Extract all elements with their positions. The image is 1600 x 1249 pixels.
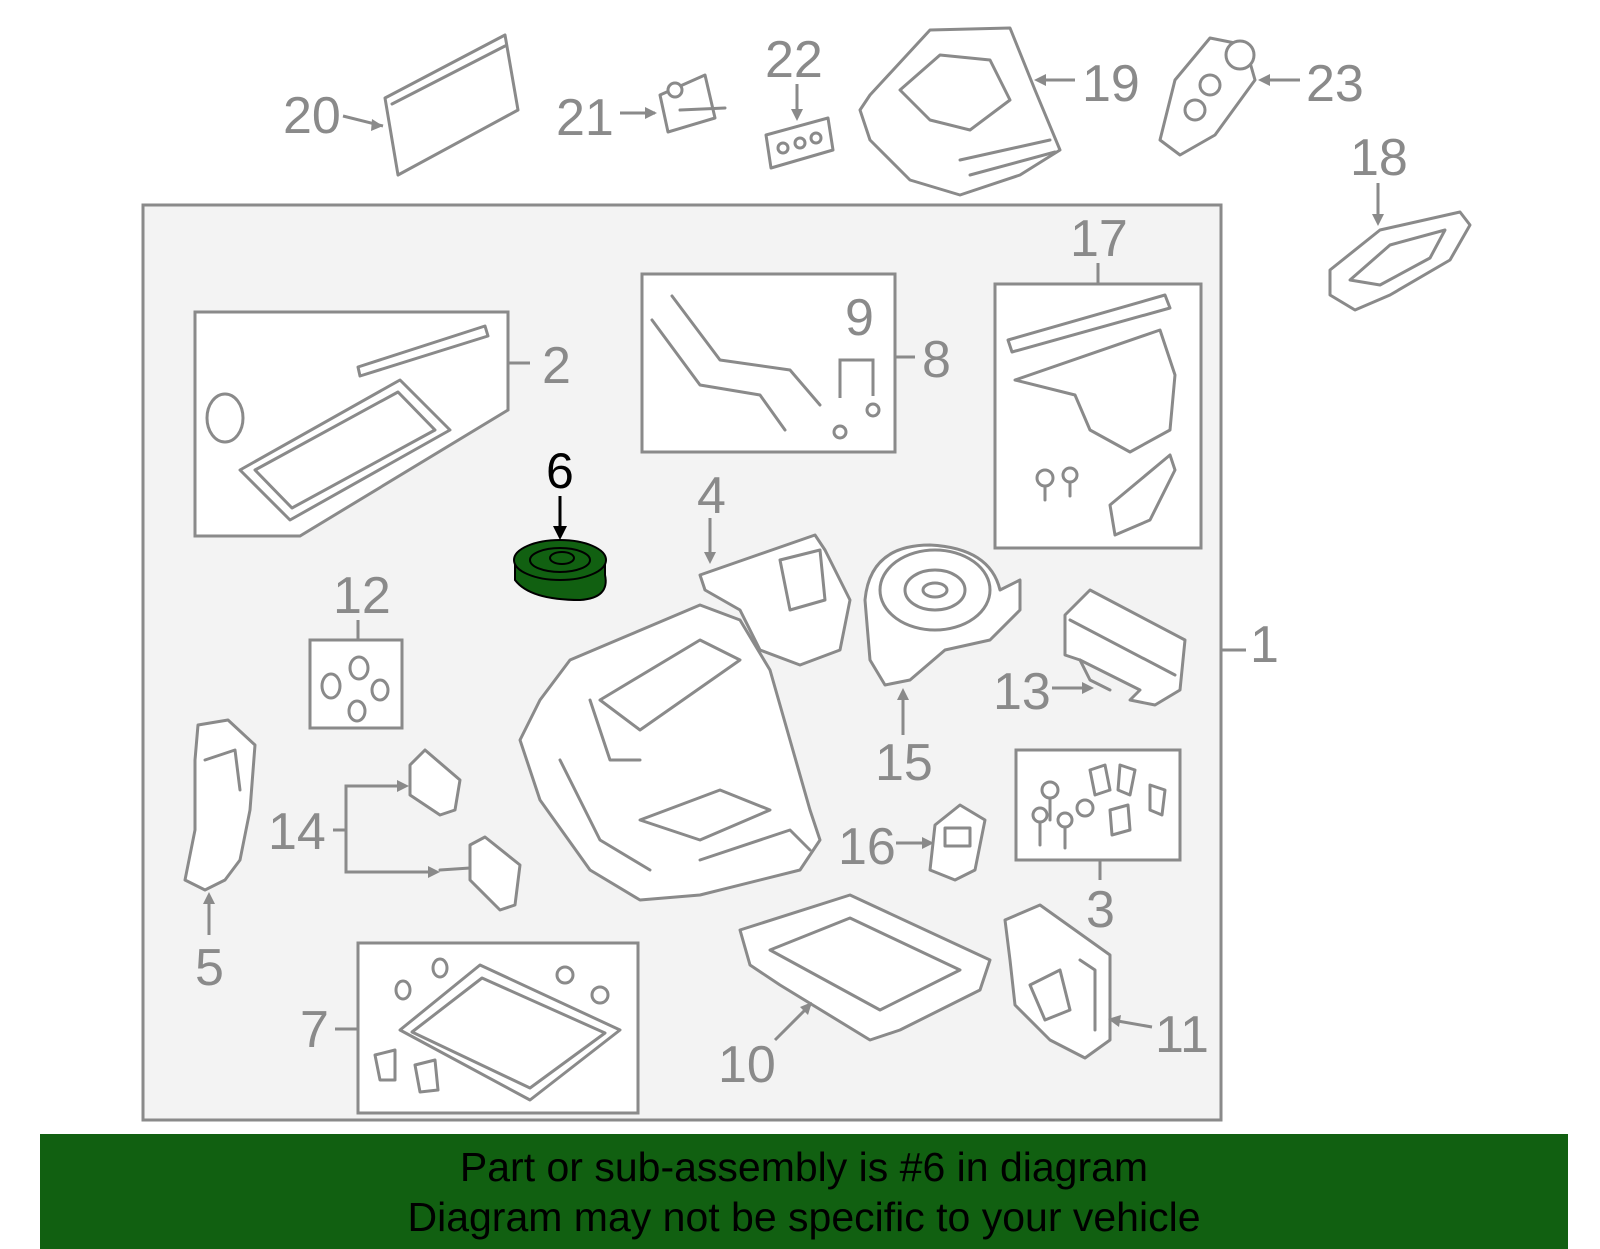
sub-assembly-17-box: 17 — [993, 210, 1203, 550]
callout-15: 15 — [875, 734, 933, 792]
part-20-cabin-filter: 20 — [283, 33, 520, 177]
part-4-housing: 4 — [697, 467, 852, 667]
callout-11: 11 — [1155, 1006, 1209, 1064]
info-banner: Part or sub-assembly is #6 in diagram Di… — [40, 1134, 1568, 1249]
part-14-actuators: 14 — [268, 748, 522, 912]
callout-8: 8 — [922, 331, 951, 389]
callout-4: 4 — [697, 467, 726, 525]
callout-14: 14 — [268, 803, 326, 861]
banner-line-1: Part or sub-assembly is #6 in diagram — [459, 1143, 1149, 1190]
part-16-resistor: 16 — [838, 803, 987, 882]
callout-16: 16 — [838, 818, 896, 876]
callout-17: 17 — [1070, 210, 1128, 268]
callout-12: 12 — [333, 567, 391, 625]
callout-21: 21 — [556, 89, 614, 147]
sub-assembly-3-box: 3 — [1014, 748, 1182, 939]
hvac-case-main — [518, 603, 822, 902]
part-5-bracket: 5 — [183, 718, 257, 997]
callout-19: 19 — [1082, 55, 1140, 113]
banner-line-2: Diagram may not be specific to your vehi… — [407, 1193, 1201, 1240]
part-10-lower-case: 10 — [718, 893, 992, 1094]
part-21-bracket: 21 — [556, 73, 727, 147]
part-11-mode-housing: 11 — [1003, 903, 1209, 1064]
part-18-bezel: 18 — [1328, 129, 1472, 312]
sub-assembly-7-box: 7 — [300, 941, 640, 1115]
callout-20: 20 — [283, 87, 341, 145]
callout-13: 13 — [993, 663, 1051, 721]
callout-2: 2 — [542, 337, 571, 395]
sub-assembly-2-box: 2 — [193, 310, 571, 538]
callout-22: 22 — [765, 31, 823, 89]
part-22-plate: 22 — [764, 31, 835, 170]
sub-assembly-8-box: 9 8 — [640, 272, 951, 454]
callout-23: 23 — [1306, 55, 1364, 113]
callout-18: 18 — [1350, 129, 1408, 187]
callout-6: 6 — [546, 443, 574, 499]
part-15-blower-motor: 15 — [863, 543, 1022, 792]
callout-3: 3 — [1086, 881, 1115, 939]
part-23-expansion-valve: 23 — [1158, 36, 1364, 157]
callout-7: 7 — [300, 1001, 329, 1059]
callout-10: 10 — [718, 1036, 776, 1094]
callout-9: 9 — [845, 289, 874, 347]
sub-assembly-12-box: 12 — [308, 567, 404, 730]
callout-1: 1 — [1250, 616, 1279, 674]
part-19-air-duct: 19 — [858, 26, 1140, 197]
part-13-filter-door: 13 — [993, 588, 1187, 721]
callout-5: 5 — [195, 939, 224, 997]
part-6-highlighted: 6 — [513, 443, 607, 602]
